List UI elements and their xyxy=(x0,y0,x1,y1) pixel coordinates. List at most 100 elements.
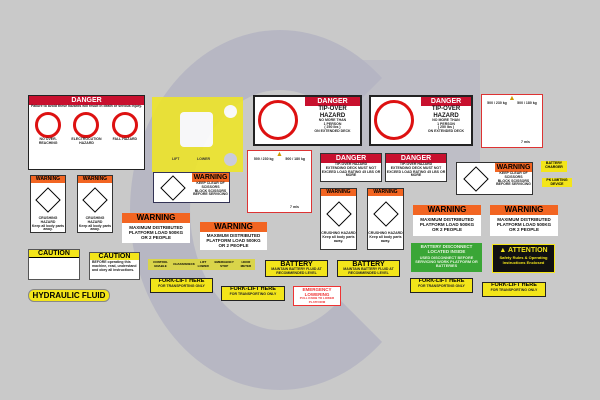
label-text: USED DISCONNECT BEFORE SERVICING WORK PL… xyxy=(415,256,478,269)
prohibition-icon xyxy=(35,112,62,139)
label-text: HYDRAULIC FLUID xyxy=(32,291,106,300)
label-title: FORK-LIFT HERE xyxy=(158,278,205,284)
crushing-foot-icon xyxy=(82,187,108,213)
danger-decal-small: DANGER TIP-OVER HAZARD EXTENDING DECK MU… xyxy=(385,153,447,182)
decal-text: MAXIMUM DISTRIBUTED PLATFORM LOAD 500KG … xyxy=(128,225,184,240)
label-text: MAINTAIN BATTERY FLUID AT RECOMMENDED LE… xyxy=(343,267,394,276)
decal-header: CAUTION xyxy=(90,253,139,261)
label-text: BATTERY CHARGER xyxy=(545,161,563,169)
decal-title: TIP-OVER HAZARD xyxy=(431,106,461,119)
strip-text: DECK xyxy=(186,261,195,266)
decal-text: CRUSHING HAZARD xyxy=(85,216,105,224)
decal-header: WARNING xyxy=(78,176,112,184)
decal-header: WARNING xyxy=(122,213,190,224)
label-title: FORK-LIFT HERE xyxy=(418,278,465,284)
strip-text: CONTROL ENABLE xyxy=(153,260,168,268)
decal-header: DANGER xyxy=(386,154,446,164)
decal-text: ( 250 lbs ) xyxy=(324,125,341,130)
label-title: BATTERY xyxy=(280,261,313,268)
label-text: Safety Rules & Operating Instructions En… xyxy=(499,255,548,265)
prohibition-icon xyxy=(111,112,138,139)
decal-text: ( 250 lbs ) xyxy=(437,125,455,130)
decal-header: WARNING xyxy=(413,205,481,216)
decal-text: ON EXTENDED DECK xyxy=(314,128,351,133)
warning-triangle-icon: ▲ xyxy=(508,95,516,102)
strip-text: EMERGENCY STOP xyxy=(214,260,234,268)
decal-header: DANGER xyxy=(321,154,381,164)
decal-text: KEEP CLEAR OF SCISSORS xyxy=(499,171,528,180)
decal-title: TIP-OVER HAZARD xyxy=(334,162,368,167)
decal-text: BEFORE operating this machine, read, und… xyxy=(92,260,137,272)
decal-text: 500 / 230 kg xyxy=(487,101,507,106)
decal-text: Keep all body parts away. xyxy=(369,234,402,243)
label-title: ATTENTION xyxy=(508,247,548,254)
decal-text: NO MORE THAN xyxy=(318,117,347,122)
warning-triangle-icon: ▲ xyxy=(276,151,283,158)
decal-text: CRUSHING HAZARD xyxy=(321,231,356,236)
crush-hand-icon xyxy=(160,175,186,201)
decal-text: 1 PERSON xyxy=(323,121,342,126)
caption: ELECTROCUTION HAZARD xyxy=(71,137,102,145)
crushing-foot-icon xyxy=(325,201,352,227)
decal-header: CAUTION xyxy=(29,250,79,259)
prohibition-icon xyxy=(73,112,100,139)
decal-header: WARNING xyxy=(200,222,267,233)
pk-limiting-label: PK LIMITING DEVICE xyxy=(542,178,572,187)
decal-text: ON EXTENDED DECK xyxy=(427,128,465,133)
hydraulic-fluid-label: HYDRAULIC FLUID xyxy=(28,289,110,302)
strip-text: CHASSIS xyxy=(173,261,187,266)
crushing-foot-icon xyxy=(35,187,61,213)
label-text: PK LIMITING DEVICE xyxy=(546,178,568,186)
decal-text: CRUSHING HAZARD xyxy=(38,216,58,224)
strip-text: HOUR METER xyxy=(240,260,252,268)
plate-label: LIFT xyxy=(172,157,180,162)
label-title: FORK-LIFT HERE xyxy=(230,286,276,292)
decal-text: MAXIMUM DISTRIBUTED PLATFORM LOAD 500KG … xyxy=(206,233,261,248)
strip-text: LIFT LOWER xyxy=(197,260,209,268)
label-text: MAINTAIN BATTERY FLUID AT RECOMMENDED LE… xyxy=(271,267,322,276)
label-title: FORK-LIFT HERE xyxy=(491,282,537,288)
decal-text: EXTENDING DECK MUST NOT EXCEED LOAD RATI… xyxy=(321,166,381,178)
label-text: LOCATED INSIDE xyxy=(427,248,466,254)
decal-text: BLOCK SCISSORS BEFORE SERVICING xyxy=(193,188,228,197)
no-overload-icon xyxy=(258,100,298,140)
decal-header: WARNING xyxy=(321,189,356,197)
plate-hole xyxy=(224,153,237,166)
label-text: FOR TRANSPORTING ONLY xyxy=(490,287,538,292)
decal-title: TIP-OVER HAZARD xyxy=(399,162,433,167)
decal-text: 1 PERSON xyxy=(437,121,455,126)
decal-text: Failure to avoid these hazards will resu… xyxy=(31,104,142,109)
decal-text: CRUSHING HAZARD xyxy=(368,231,403,236)
decal-header: WARNING xyxy=(368,189,403,197)
label-text: LOWERING xyxy=(304,291,330,297)
battery-charger-label: BATTERY CHARGER xyxy=(541,161,567,172)
decal-header: DANGER xyxy=(29,96,144,106)
decal-text: 7 m/s xyxy=(290,205,299,210)
plate-cutout xyxy=(180,112,213,147)
decal-text: MAXIMUM DISTRIBUTED PLATFORM LOAD 500KG … xyxy=(419,217,475,232)
caption: FALL HAZARD xyxy=(112,137,138,142)
danger-decal-large: DANGER Failure to avoid these hazards wi… xyxy=(28,95,145,170)
label-title: BATTERY xyxy=(352,261,385,268)
decal-header: WARNING xyxy=(495,163,532,173)
crushing-foot-icon xyxy=(372,201,399,227)
caption: NO OVER-REACHING xyxy=(38,137,58,145)
decal-header: DANGER xyxy=(305,97,360,107)
decal-title: TIP-OVER HAZARD xyxy=(318,106,347,119)
crush-hand-icon xyxy=(463,166,489,192)
decal-text: 7 m/s xyxy=(521,140,530,145)
decal-text: 500 / 180 kg xyxy=(517,101,537,106)
